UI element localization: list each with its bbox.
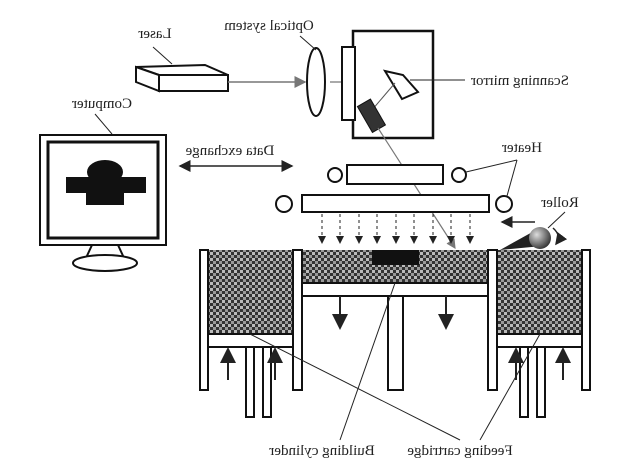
roller bbox=[529, 227, 551, 249]
heater-top bbox=[327, 164, 467, 185]
optical-system-label: Optical system bbox=[224, 18, 314, 34]
laser-unit bbox=[135, 63, 229, 93]
machine-frame bbox=[199, 249, 591, 418]
piston-arrows bbox=[220, 296, 571, 380]
scanning-mirror bbox=[382, 69, 420, 101]
data-exchange-label: Data exchange bbox=[185, 143, 274, 159]
heater-label: Heater bbox=[502, 140, 542, 156]
building-cylinder-leader bbox=[339, 282, 396, 441]
scanner-window bbox=[341, 46, 356, 121]
lens bbox=[306, 47, 326, 117]
roller-label: Roller bbox=[541, 195, 579, 211]
left-feed-powder bbox=[208, 250, 293, 334]
beam-to-bed bbox=[377, 127, 456, 250]
scanning-mirror-label: Scanning mirror bbox=[471, 73, 569, 89]
right-feed-powder bbox=[497, 250, 582, 334]
heater-bottom bbox=[275, 194, 513, 213]
feeding-cartridge-leader-1 bbox=[249, 333, 461, 441]
roller-rotation-arrow bbox=[552, 227, 568, 246]
building-cylinder-label: Building cylinder bbox=[269, 443, 374, 459]
computer-monitor bbox=[39, 134, 167, 272]
heater-leader-2 bbox=[506, 159, 518, 197]
sintered-part bbox=[372, 250, 419, 265]
heat-arrows bbox=[318, 214, 474, 244]
computer-leader bbox=[94, 113, 113, 135]
feeding-cartridge-leader-2 bbox=[479, 333, 541, 441]
roller-leader bbox=[547, 211, 566, 229]
laser-label: Laser bbox=[138, 26, 171, 42]
beam-internal bbox=[371, 82, 396, 111]
heater-leader-1 bbox=[465, 159, 518, 173]
feeding-cartridge-label: Feeding cartridge bbox=[407, 443, 513, 459]
laser-leader bbox=[152, 46, 173, 65]
optical-system-leader bbox=[299, 35, 317, 51]
computer-label: Computer bbox=[72, 96, 132, 112]
